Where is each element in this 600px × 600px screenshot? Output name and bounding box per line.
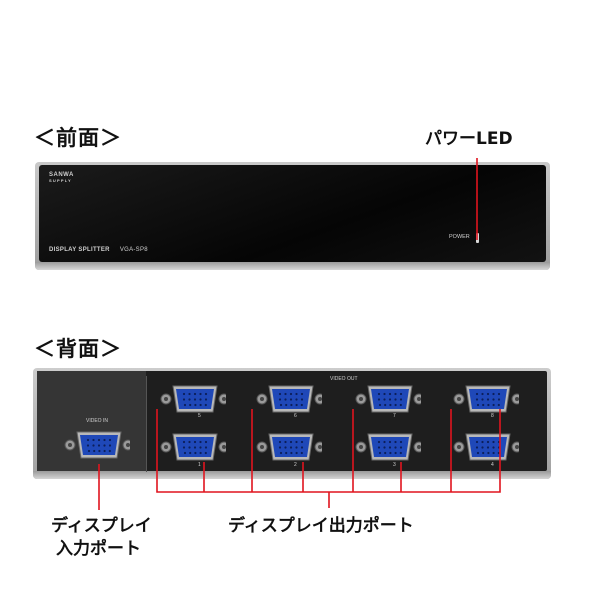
video-out-port-3	[355, 433, 421, 461]
port-number-1: 1	[198, 462, 201, 468]
port-number-4: 4	[491, 462, 494, 468]
power-label: POWER	[449, 234, 470, 240]
model-label: DISPLAY SPLITTER VGA-SP8	[49, 247, 148, 253]
port-number-8: 8	[491, 413, 494, 419]
video-in-label: VIDEO IN	[86, 418, 108, 424]
front-section-title: ＜前面＞	[34, 126, 122, 150]
video-out-port-1	[160, 433, 226, 461]
brand-logo: SANWA SUPPLY	[49, 172, 74, 184]
video-out-label: VIDEO OUT	[330, 376, 358, 382]
front-panel: SANWA SUPPLY DISPLAY SPLITTER VGA-SP8 POW…	[35, 162, 550, 270]
video-in-port	[64, 431, 130, 459]
port-number-5: 5	[198, 413, 201, 419]
video-out-port-4	[453, 433, 519, 461]
rear-section-title: ＜背面＞	[34, 337, 122, 361]
video-out-port-7	[355, 385, 421, 413]
video-out-port-6	[256, 385, 322, 413]
port-number-3: 3	[393, 462, 396, 468]
video-out-port-5	[160, 385, 226, 413]
output-bracket	[156, 409, 501, 493]
video-out-port-8	[453, 385, 519, 413]
power-led-callout: パワーLED	[425, 129, 513, 149]
brand-line2: SUPPLY	[49, 178, 72, 183]
display-output-callout: ディスプレイ出力ポート	[228, 516, 414, 536]
port-number-2: 2	[294, 462, 297, 468]
port-number-7: 7	[393, 413, 396, 419]
display-input-callout-line2: 入力ポート	[56, 539, 141, 559]
display-input-callout-line1: ディスプレイ	[51, 516, 152, 536]
front-panel-base	[35, 262, 550, 270]
video-out-port-2	[256, 433, 322, 461]
port-number-6: 6	[294, 413, 297, 419]
model-number: VGA-SP8	[119, 247, 148, 253]
product-name: DISPLAY SPLITTER	[49, 247, 110, 253]
brand-line1: SANWA	[49, 172, 74, 178]
rear-divider	[146, 376, 147, 472]
rear-panel-base	[33, 471, 551, 479]
